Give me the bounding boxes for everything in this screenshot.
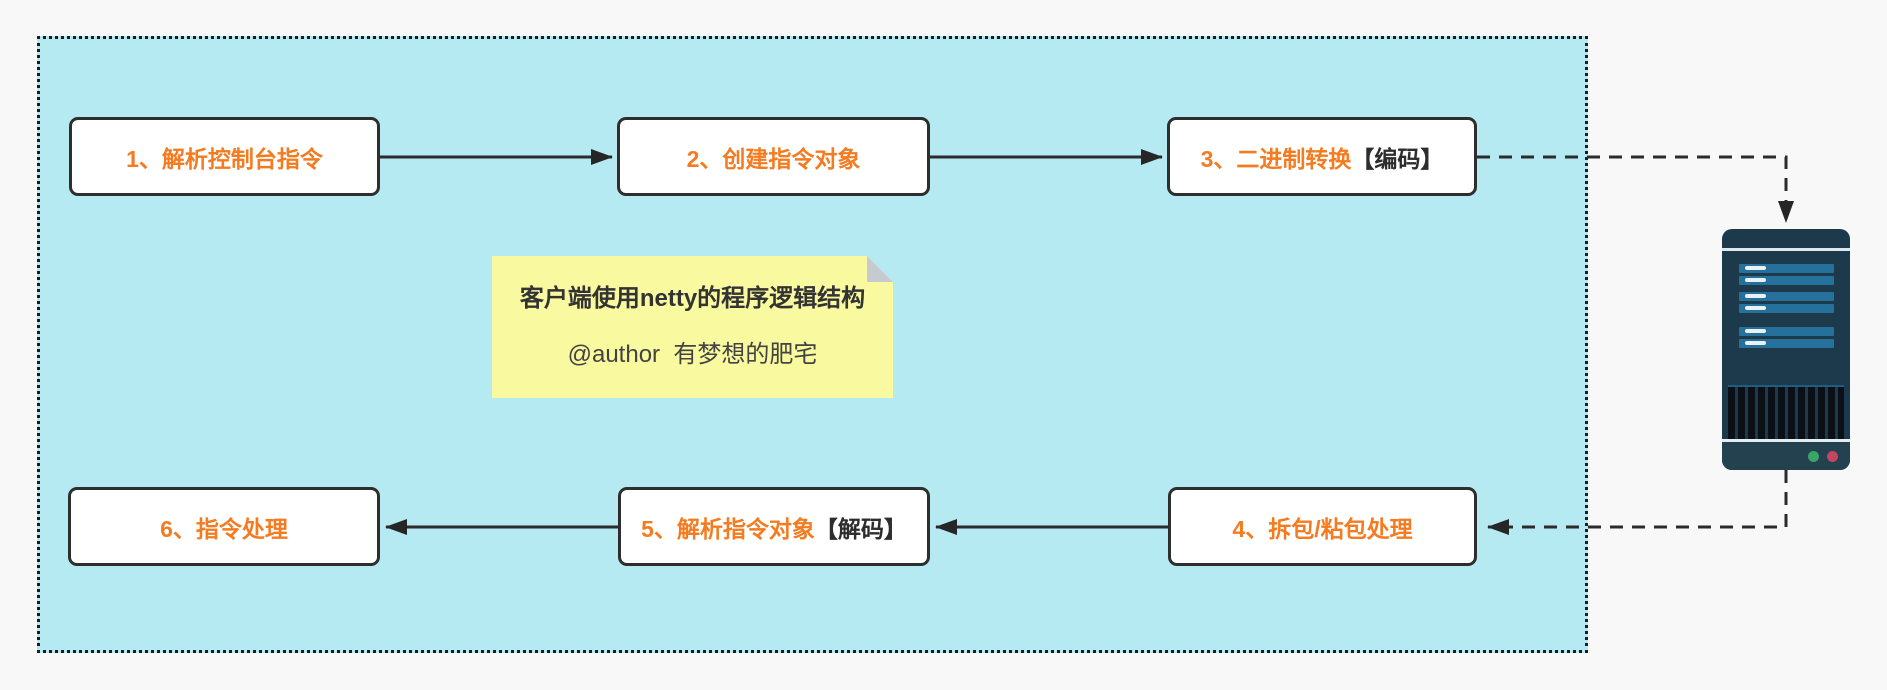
server-icon <box>1722 229 1850 470</box>
server-bar <box>1739 339 1834 348</box>
server-bar <box>1739 292 1834 301</box>
server-bottom-strip <box>1722 442 1850 470</box>
step-box-2: 2、创建指令对象 <box>617 117 930 196</box>
step-box-4: 4、拆包/粘包处理 <box>1168 487 1477 566</box>
server-drive-bars <box>1739 264 1834 351</box>
server-bar <box>1739 327 1834 336</box>
step-1-label: 1、解析控制台指令 <box>126 145 323 172</box>
led-red-icon <box>1827 451 1838 462</box>
step-box-6: 6、指令处理 <box>68 487 380 566</box>
server-bar <box>1739 276 1834 285</box>
step-5-suffix: 【解码】 <box>814 515 907 542</box>
step-3-suffix: 【编码】 <box>1351 145 1444 172</box>
step-5-label: 5、解析指令对象 <box>641 515 815 542</box>
step-2-label: 2、创建指令对象 <box>686 145 861 172</box>
server-bar <box>1739 264 1834 273</box>
server-vent <box>1728 385 1844 439</box>
step-box-5: 5、解析指令对象【解码】 <box>618 487 930 566</box>
note-author: @author 有梦想的肥宅 <box>567 341 818 368</box>
step-box-1: 1、解析控制台指令 <box>69 117 380 196</box>
sticky-note: 客户端使用netty的程序逻辑结构 @author 有梦想的肥宅 <box>492 256 893 398</box>
step-box-3: 3、二进制转换【编码】 <box>1167 117 1477 196</box>
server-top-line <box>1722 248 1850 251</box>
note-title: 客户端使用netty的程序逻辑结构 <box>519 285 866 312</box>
step-6-label: 6、指令处理 <box>160 515 288 542</box>
step-3-label: 3、二进制转换 <box>1200 145 1352 172</box>
step-4-label: 4、拆包/粘包处理 <box>1232 515 1413 542</box>
server-separator-line <box>1722 439 1850 442</box>
led-green-icon <box>1808 451 1819 462</box>
server-bar <box>1739 304 1834 313</box>
